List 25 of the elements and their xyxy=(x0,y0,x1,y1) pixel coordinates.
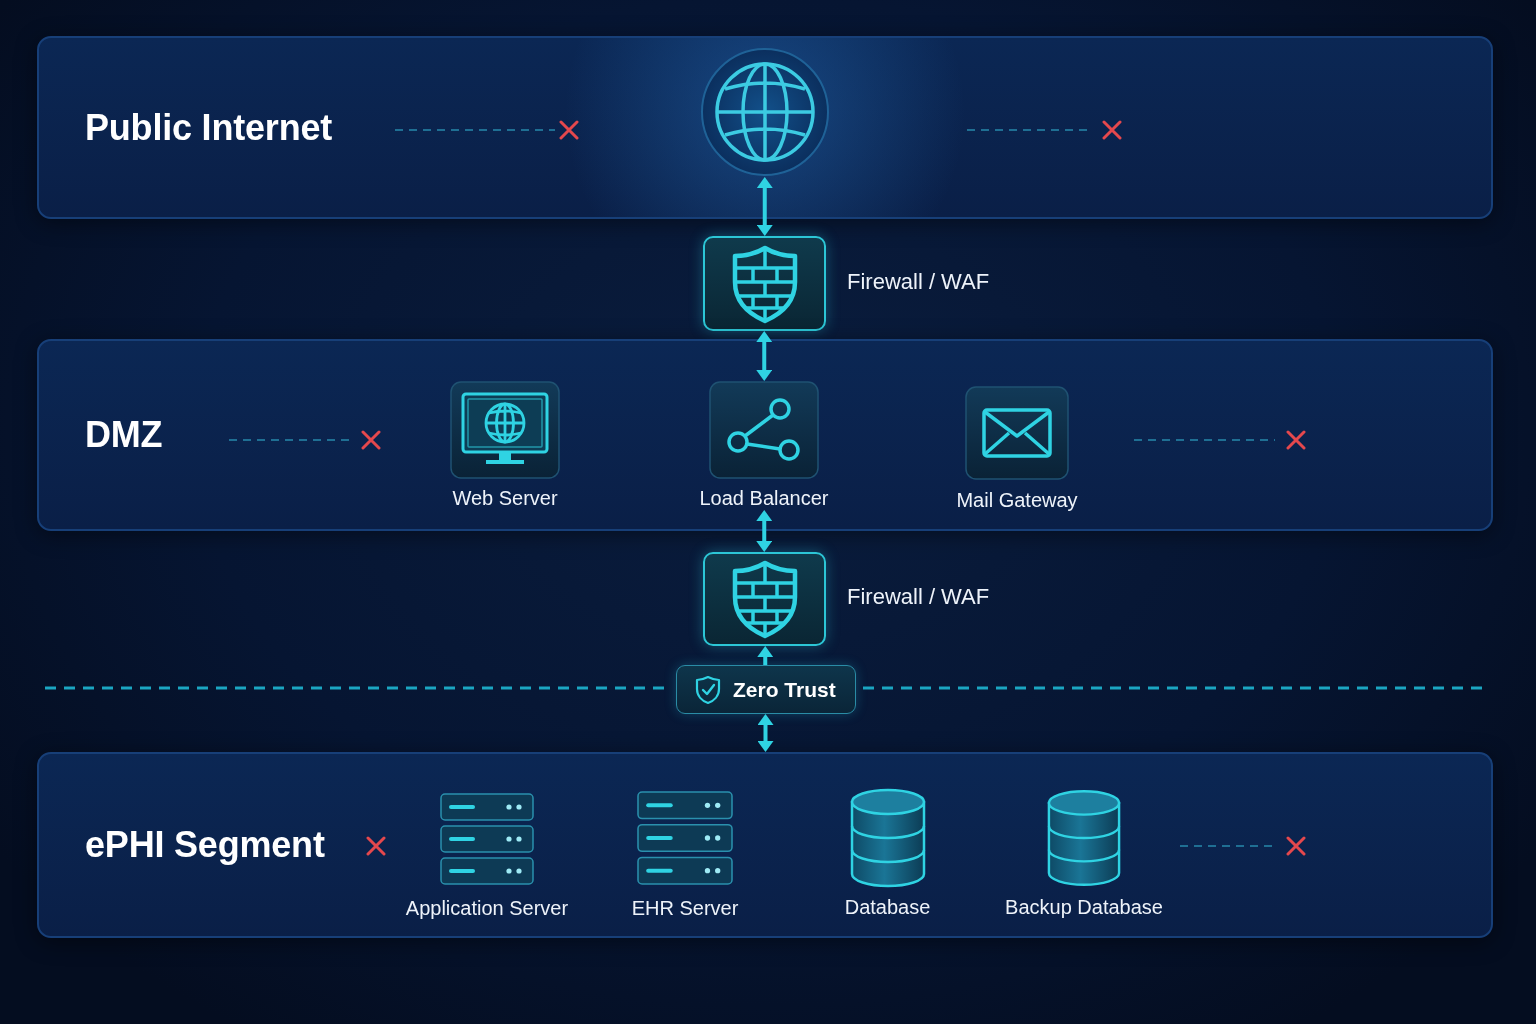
node-caption: Firewall / WAF xyxy=(847,584,990,610)
node-caption: Firewall / WAF xyxy=(847,269,990,295)
zone-title: DMZ xyxy=(85,414,163,456)
globe-icon xyxy=(700,47,830,177)
double-headed-arrow xyxy=(756,331,773,381)
double-headed-arrow xyxy=(756,177,773,236)
double-headed-arrow xyxy=(757,714,774,752)
network-zone-panel xyxy=(37,339,1493,531)
zero-trust-panel xyxy=(676,665,856,714)
node-caption: Mail Gateway xyxy=(956,488,1078,512)
zone-title: ePHI Segment xyxy=(85,824,325,866)
node-label: Zero Trust xyxy=(733,676,836,703)
network-zone-panel xyxy=(37,36,1493,219)
firewall-tile xyxy=(703,552,826,646)
node-caption: Load Balancer xyxy=(699,486,829,510)
firewall-tile xyxy=(703,236,826,331)
node-caption: Database xyxy=(844,895,931,919)
double-headed-arrow xyxy=(756,510,773,552)
arrow xyxy=(757,646,774,665)
node-caption: EHR Server xyxy=(631,896,739,920)
node-caption: Web Server xyxy=(452,486,558,510)
network-zone-panel xyxy=(37,752,1493,938)
node-caption: Application Server xyxy=(405,896,569,920)
node-caption: Backup Database xyxy=(1005,895,1163,919)
zone-title: Public Internet xyxy=(85,106,333,149)
